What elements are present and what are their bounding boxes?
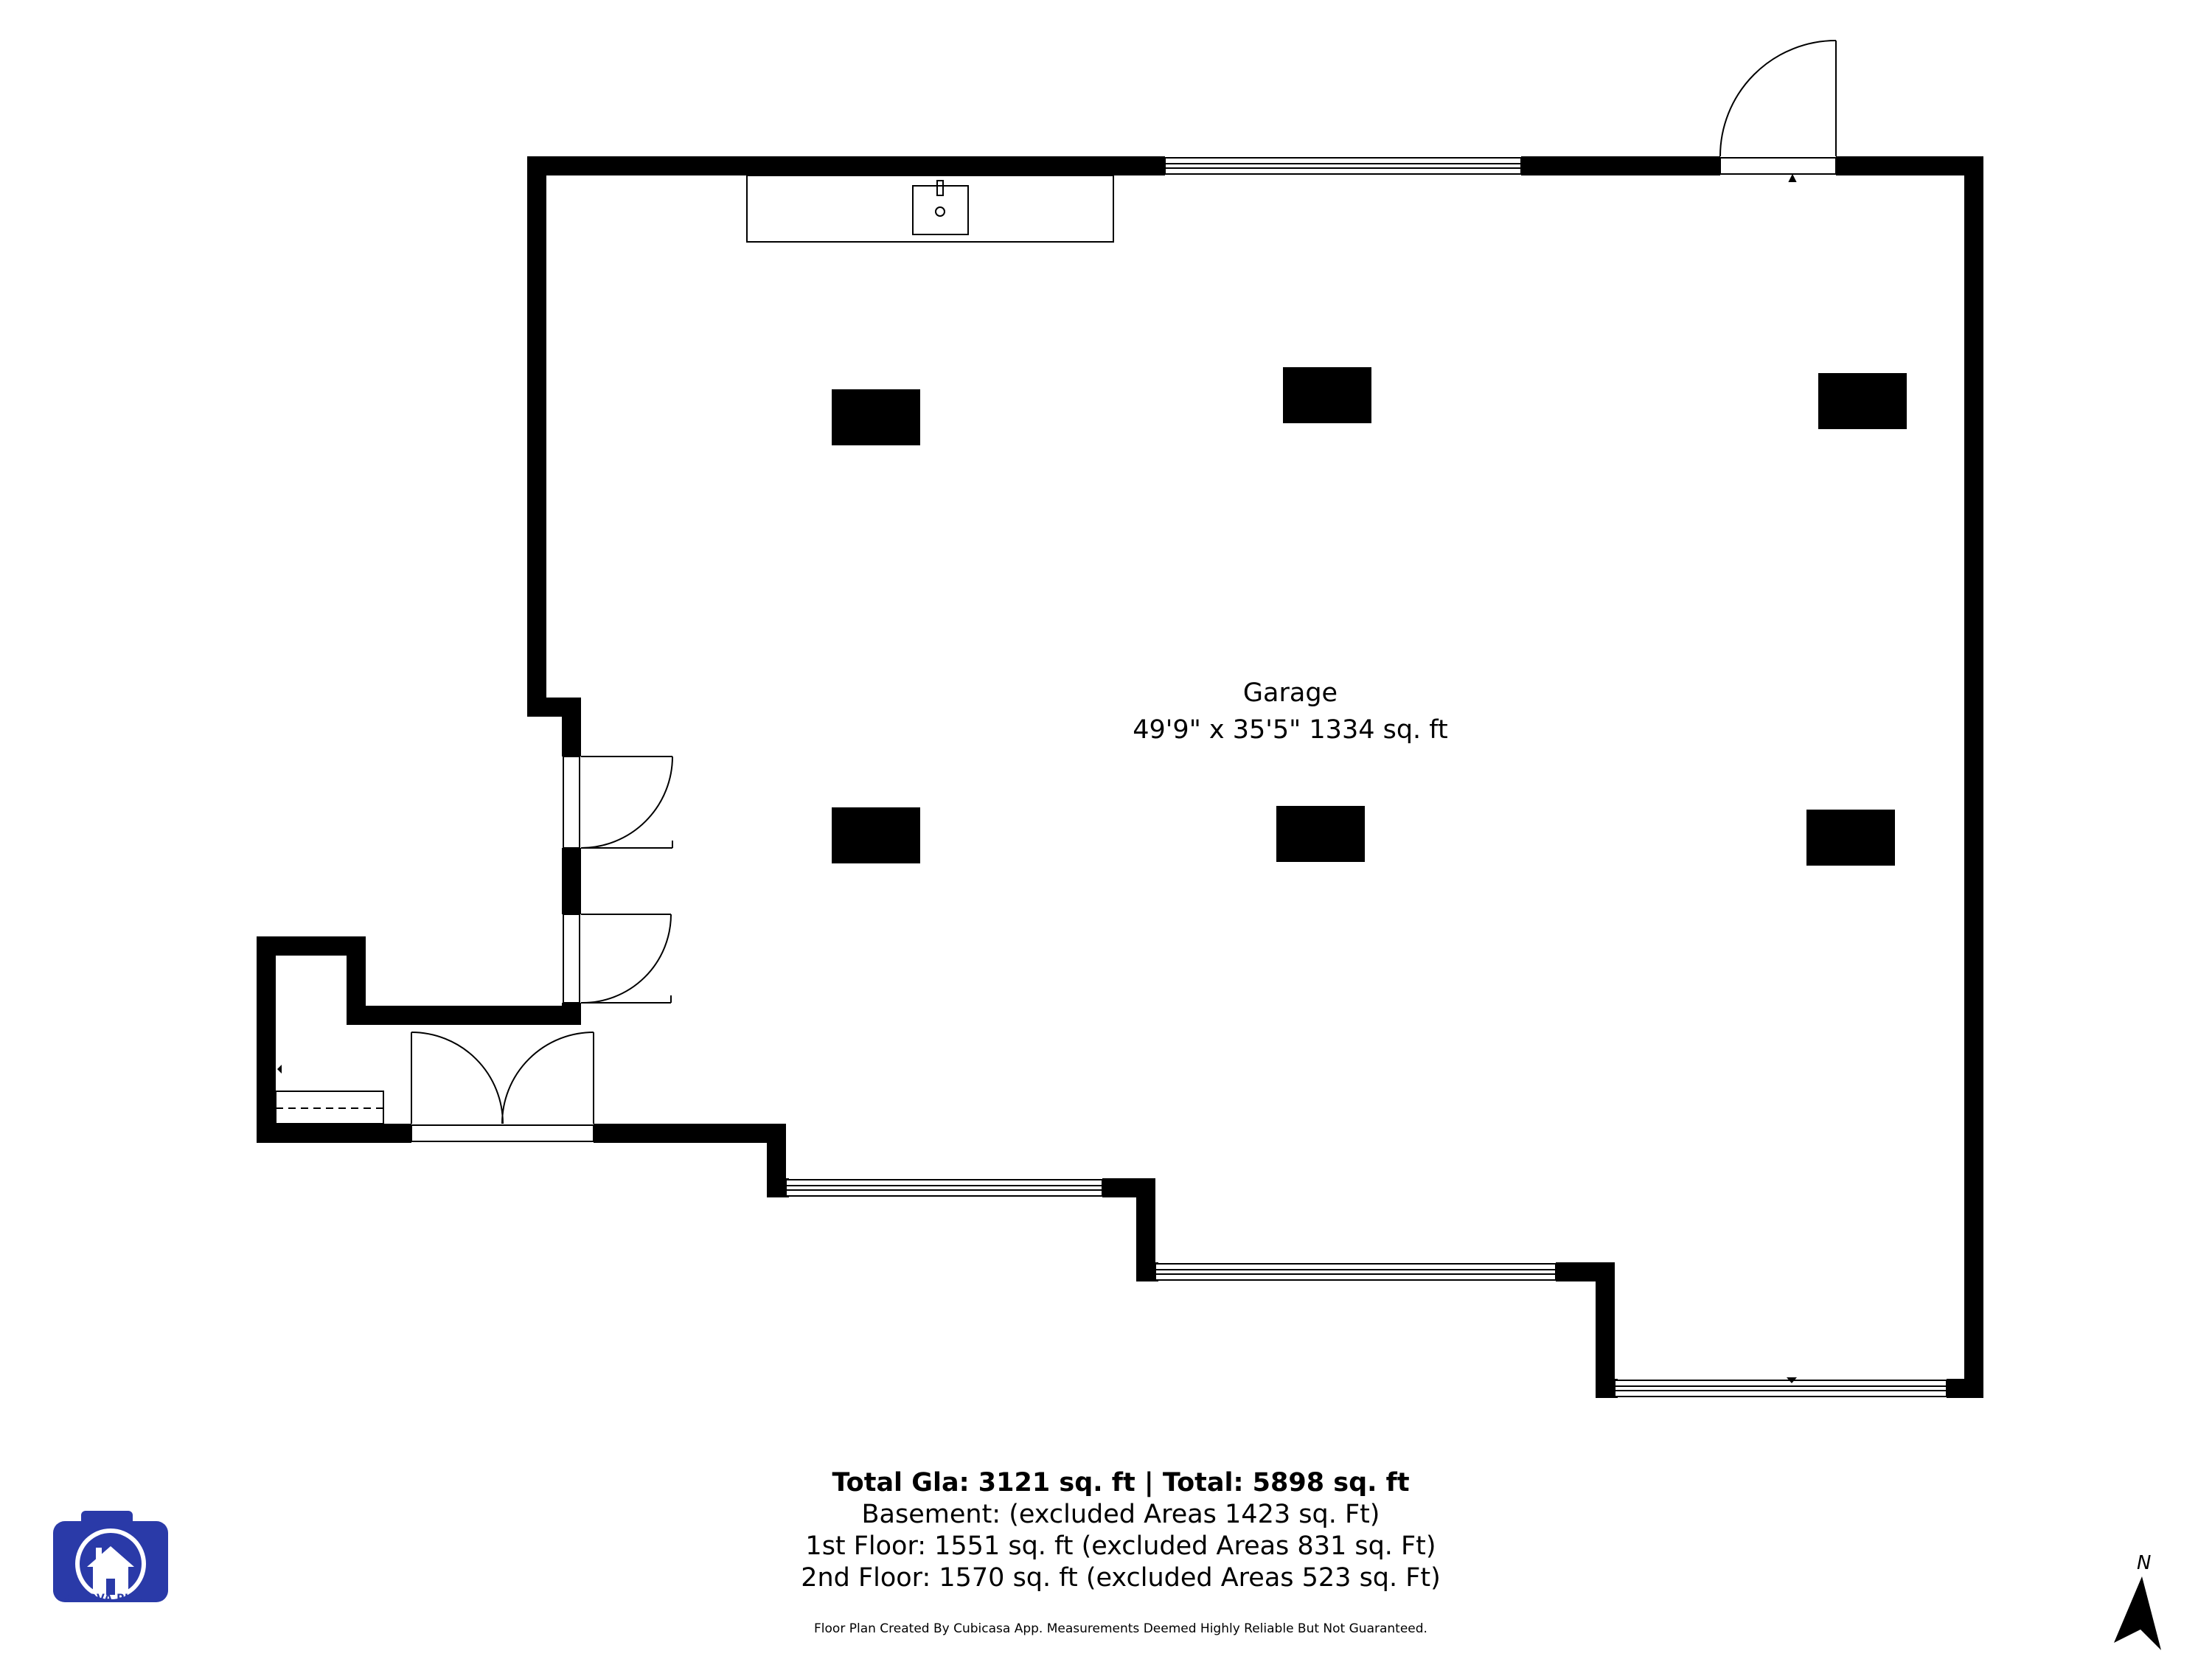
window <box>1614 1380 1947 1397</box>
column <box>1806 810 1895 866</box>
marker <box>277 1065 282 1074</box>
disclaimer: Floor Plan Created By Cubicasa App. Meas… <box>814 1621 1427 1636</box>
wall <box>562 698 581 757</box>
camera-house-icon <box>53 1511 168 1602</box>
windows <box>785 157 1947 1397</box>
column <box>1818 373 1907 429</box>
wall <box>527 156 546 717</box>
logo-text: KAHOVA PHOTO <box>62 1593 159 1604</box>
shelf <box>275 1091 384 1124</box>
door <box>563 756 673 849</box>
window <box>1164 157 1522 175</box>
wall <box>1836 156 1983 175</box>
basement-area: Basement: (excluded Areas 1423 sq. Ft) <box>861 1500 1380 1529</box>
door <box>1719 40 1837 182</box>
marker <box>1967 1065 1972 1074</box>
area-summary: Total Gla: 3121 sq. ft | Total: 5898 sq.… <box>664 1467 1578 1594</box>
drain <box>935 206 945 217</box>
wall <box>527 156 1165 175</box>
wall <box>594 1124 784 1143</box>
markers <box>277 1065 1972 1383</box>
door <box>563 914 672 1004</box>
room-name: Garage <box>1242 678 1338 708</box>
marker <box>1787 1377 1797 1383</box>
wall <box>257 936 276 1143</box>
column <box>1276 806 1365 862</box>
double-door <box>411 1032 594 1142</box>
compass-label: N <box>2137 1552 2152 1574</box>
sink <box>912 185 969 235</box>
wall <box>1947 1379 1983 1398</box>
wall <box>1964 156 1983 1398</box>
first-floor-area: 1st Floor: 1551 sq. ft (excluded Areas 8… <box>805 1531 1436 1561</box>
column <box>1283 367 1371 423</box>
counter <box>746 175 1114 243</box>
second-floor-area: 2nd Floor: 1570 sq. ft (excluded Areas 5… <box>801 1563 1441 1593</box>
wall <box>347 1006 581 1025</box>
columns <box>832 367 1907 866</box>
column <box>832 807 920 863</box>
room-dimensions: 49'9" x 35'5" 1334 sq. ft <box>1133 715 1448 745</box>
doors <box>411 40 1837 1142</box>
wall <box>562 848 581 914</box>
wall <box>1521 156 1720 175</box>
faucet <box>936 180 944 196</box>
total-area: Total Gla: 3121 sq. ft | Total: 5898 sq.… <box>832 1468 1410 1498</box>
wall <box>257 1124 411 1143</box>
north-arrow-icon <box>2114 1576 2161 1650</box>
window <box>785 1179 1103 1197</box>
window <box>1155 1263 1557 1281</box>
column <box>832 389 920 445</box>
walls <box>257 156 1983 1398</box>
room-label: Garage 49'9" x 35'5" 1334 sq. ft <box>995 675 1585 748</box>
wall <box>1596 1262 1615 1398</box>
